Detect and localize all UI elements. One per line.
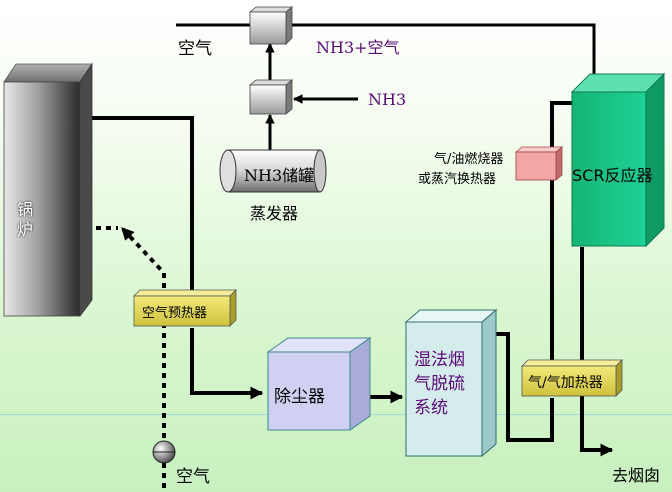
- burner-box: [514, 146, 564, 181]
- gas-gas-heater: [521, 359, 623, 397]
- evaporator-label: 蒸发器: [250, 204, 299, 223]
- evaporator-unit: [248, 79, 294, 115]
- boiler-front-face: [3, 81, 81, 317]
- flue-boiler-to-preheater: [80, 116, 194, 300]
- air-line: [176, 23, 599, 150]
- gas-oil-burner-label: 气/油燃烧器: [434, 152, 504, 167]
- boiler-label: 锅炉: [16, 200, 33, 239]
- steam-exchanger-label: 或蒸汽换热器: [418, 172, 497, 187]
- nh3-air-mixer: [248, 6, 294, 45]
- wet-fgd-label: 湿法烟气脱硫系统: [414, 350, 465, 418]
- air-fan: [152, 440, 176, 464]
- flue-ggh-to-scr: [550, 101, 572, 365]
- nh3-label: NH3: [368, 90, 407, 109]
- boiler-top-face: [3, 63, 93, 83]
- flue-scr-to-chimney: [580, 247, 614, 457]
- nh3-air-label: NH3+空气: [316, 38, 400, 57]
- to-chimney-label: 去烟囱: [612, 466, 661, 485]
- scr-reactor: [570, 72, 666, 248]
- nh3-storage-tank: [219, 149, 327, 193]
- gas-gas-heater-label: 气/气加热器: [528, 375, 603, 391]
- boiler-side-face: [79, 62, 93, 318]
- nh3-air-to-scr: [292, 23, 599, 93]
- boiler: [3, 62, 93, 318]
- scr-reactor-label: SCR反应器: [572, 166, 653, 185]
- wet-fgd-system: [404, 308, 498, 458]
- air-bottom-label: 空气: [176, 467, 210, 487]
- nh3-tank-label: NH3储罐: [244, 166, 315, 185]
- air-preheater-label: 空气预热器: [142, 306, 208, 321]
- air-top-label: 空气: [178, 39, 212, 59]
- air-dashed-line: [120, 226, 166, 488]
- combustion-air-path: [86, 226, 166, 488]
- flue-gas-path: [80, 101, 614, 457]
- flue-preheater-to-dust: [190, 328, 264, 400]
- flue-fgd-to-ggh: [496, 332, 554, 442]
- air-preheater: [133, 289, 237, 327]
- dust-collector-label: 除尘器: [274, 387, 325, 407]
- dust-collector: [266, 337, 372, 431]
